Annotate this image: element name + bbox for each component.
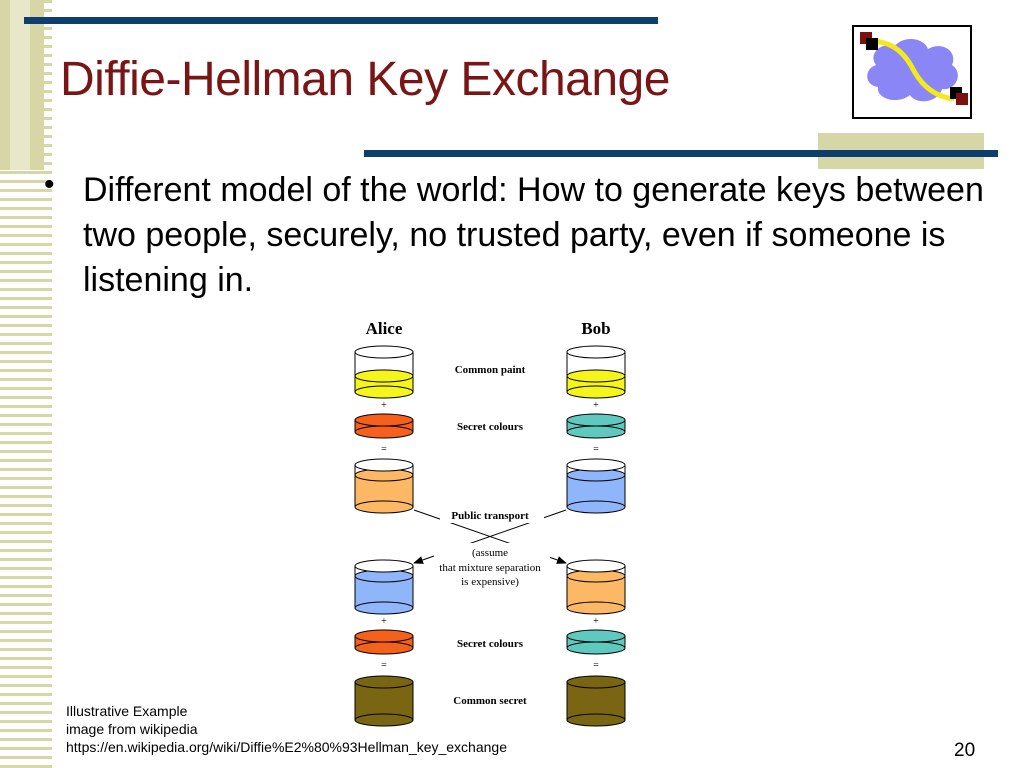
- footnote-url[interactable]: https://en.wikipedia.org/wiki/Diffie%E2%…: [66, 739, 507, 755]
- equals-sign: =: [381, 660, 387, 671]
- equals-sign: =: [593, 660, 599, 671]
- bob-label: Bob: [581, 319, 610, 338]
- assumption-note-line: is expensive): [461, 576, 519, 588]
- alice-secret-colour-bucket-2: [354, 629, 414, 655]
- paint-mixing-diagram: Alice Bob Common paint + +: [330, 310, 660, 730]
- plus-sign: +: [593, 400, 599, 411]
- alice-common-secret-bucket: [354, 675, 414, 727]
- image-credit: Illustrative Example image from wikipedi…: [66, 702, 507, 756]
- assumption-note-line: that mixture separation: [439, 562, 541, 574]
- secret-colours-label-2: Secret colours: [457, 638, 524, 650]
- assumption-note-line: (assume: [472, 547, 508, 559]
- bob-common-secret-bucket: [566, 675, 626, 727]
- common-paint-label: Common paint: [455, 364, 526, 376]
- bob-received-bucket: [566, 559, 626, 615]
- bullet-text: Different model of the world: How to gen…: [83, 171, 984, 299]
- equals-sign: =: [593, 444, 599, 455]
- left-stripe-gap: [10, 0, 30, 170]
- alice-mixture-bucket: [354, 458, 414, 514]
- plus-sign: +: [593, 616, 599, 627]
- network-cloud-icon: [852, 25, 972, 119]
- equals-sign: =: [381, 444, 387, 455]
- alice-received-bucket: [354, 559, 414, 615]
- footnote-line: image from wikipedia: [66, 721, 198, 737]
- alice-secret-colour-bucket: [354, 413, 414, 439]
- alice-label: Alice: [366, 319, 403, 338]
- bob-secret-colour-bucket: [566, 413, 626, 439]
- slide-title: Diffie-Hellman Key Exchange: [60, 53, 670, 106]
- footnote-line: Illustrative Example: [66, 703, 188, 719]
- mid-accent-bar: [364, 150, 998, 157]
- common-secret-label: Common secret: [453, 695, 527, 707]
- public-transport-label: Public transport: [451, 510, 529, 522]
- alice-common-paint-bucket: [354, 345, 414, 399]
- bob-secret-colour-bucket-2: [566, 629, 626, 655]
- top-accent-bar: [24, 17, 658, 24]
- page-number: 20: [954, 740, 976, 761]
- plus-sign: +: [381, 400, 387, 411]
- bullet-marker: •: [44, 168, 55, 201]
- bob-common-paint-bucket: [566, 345, 626, 399]
- bob-mixture-bucket: [566, 458, 626, 514]
- secret-colours-label: Secret colours: [457, 421, 524, 433]
- plus-sign: +: [381, 616, 387, 627]
